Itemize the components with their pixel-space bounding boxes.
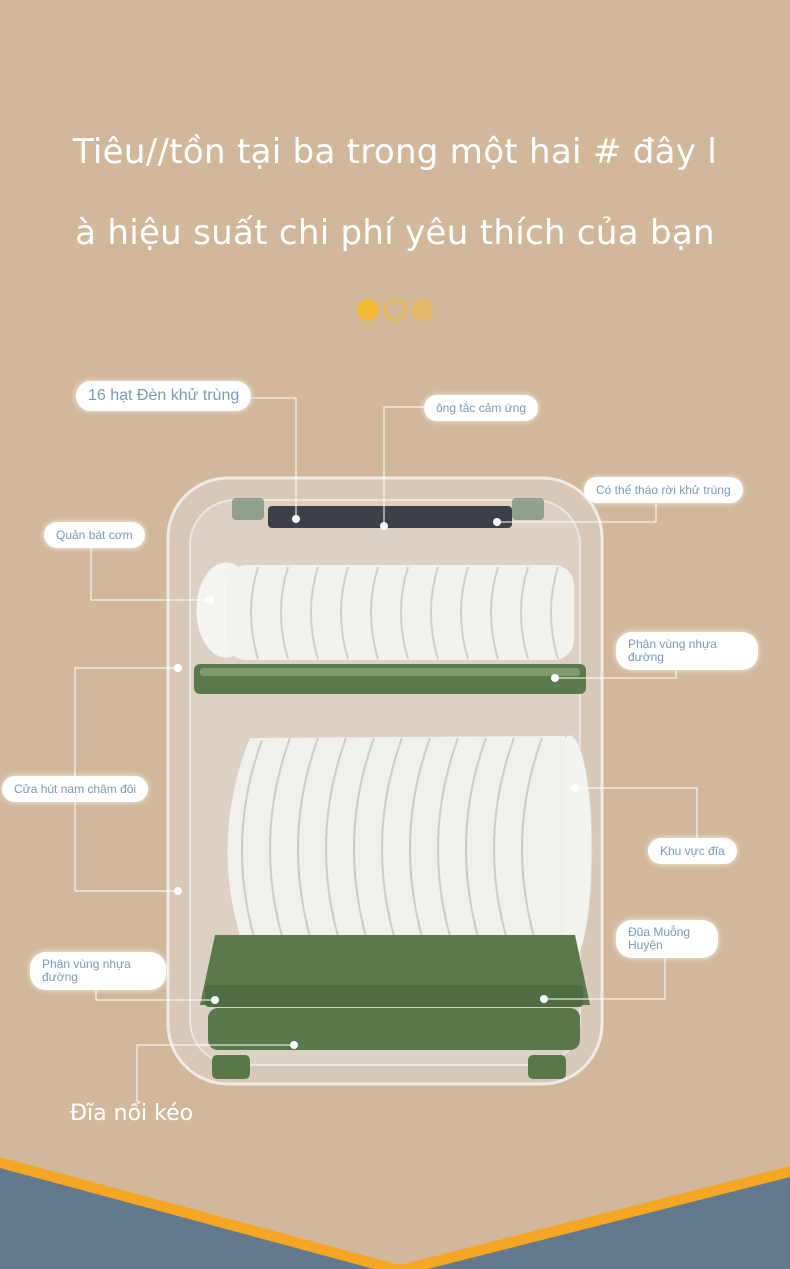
uv-lamp-bar: [268, 506, 512, 528]
carousel-dot-2[interactable]: [384, 299, 406, 321]
label-touch-switch: ông tắc cảm ứng: [424, 395, 539, 421]
headline-line-1: Tiêu//tồn tại ba trong một hai # đây l: [72, 132, 718, 172]
carousel-dots: [357, 299, 437, 323]
label-plate-area: Khu vực đĩa: [648, 838, 737, 864]
drip-pull-tray: [208, 1008, 580, 1050]
label-plastic-zone-bottom: Phân vùng nhựa đường: [30, 952, 166, 990]
label-lamp-beads: 16 hạt Đèn khử trùng: [76, 381, 252, 411]
carousel-dot-active[interactable]: [357, 299, 379, 321]
label-plastic-zone-top: Phân vùng nhựa đường: [616, 632, 758, 670]
upper-bowl-stack: [195, 561, 574, 660]
label-chopsticks: Đũa Muỗng Huyện: [616, 920, 718, 958]
label-bowl-rack: Quản bát cơm: [44, 522, 145, 548]
footer-slate: [0, 1168, 790, 1269]
lower-plate-stack: [227, 734, 593, 966]
headline-line-2: à hiệu suất chi phí yêu thích của bạn: [75, 213, 715, 253]
label-magnetic-door: Cửa hút nam châm đôi: [2, 776, 149, 802]
label-removable: Có thể tháo rời khử trùng: [584, 477, 743, 503]
label-pull-tray: Đĩa nối kéo: [70, 1101, 194, 1126]
carousel-dot-3[interactable]: [411, 299, 433, 321]
